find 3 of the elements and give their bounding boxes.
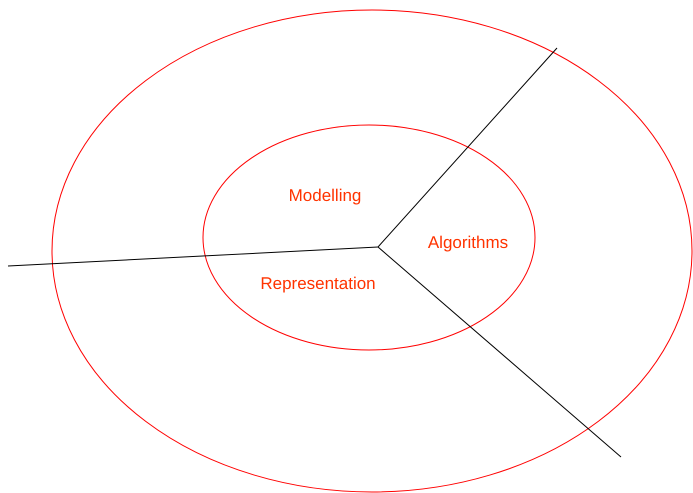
region-label: Algorithms [428, 233, 508, 253]
region-label: Representation [260, 274, 376, 294]
region-label: Modelling [288, 186, 362, 206]
